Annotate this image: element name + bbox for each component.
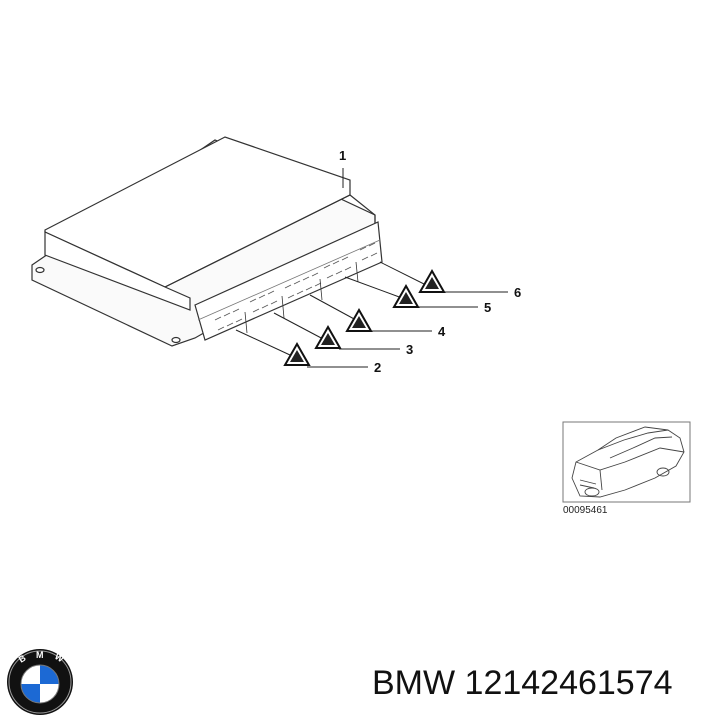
svg-text:M: M bbox=[36, 650, 44, 660]
connector-pins bbox=[214, 242, 378, 334]
leader-lines bbox=[235, 168, 508, 368]
diagram-reference-code: 00095461 bbox=[563, 505, 608, 516]
svg-text:B: B bbox=[17, 653, 28, 665]
callout-5: 5 bbox=[484, 300, 491, 315]
bmw-roundel-icon: B M W bbox=[7, 649, 73, 715]
callout-2: 2 bbox=[374, 360, 381, 375]
callout-1: 1 bbox=[339, 148, 346, 163]
car-outline-icon bbox=[571, 426, 685, 498]
callout-4: 4 bbox=[438, 324, 446, 339]
warning-triangle-icon bbox=[283, 341, 311, 366]
part-number-caption: BMW 12142461574 bbox=[372, 664, 673, 702]
ecu-control-unit bbox=[31, 136, 383, 347]
warning-triangle-icon bbox=[314, 324, 342, 349]
callout-6: 6 bbox=[514, 285, 521, 300]
warning-triangle-icon bbox=[418, 268, 446, 293]
vehicle-locator-thumbnail bbox=[562, 421, 691, 503]
callout-3: 3 bbox=[406, 342, 413, 357]
warning-triangle-icon bbox=[345, 307, 373, 332]
warning-triangle-icon bbox=[392, 283, 420, 308]
